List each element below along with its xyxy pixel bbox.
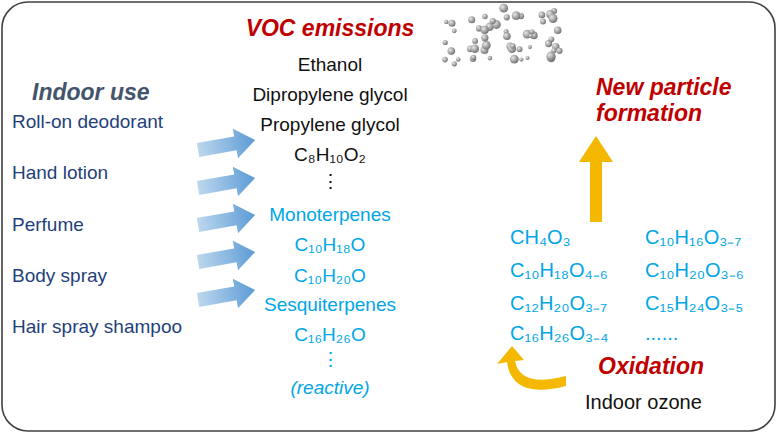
heading: Indoor use bbox=[32, 79, 150, 105]
product-formula: C₁₅H₂₄O₃₋₅ bbox=[645, 292, 743, 315]
voc-name: Dipropylene glycol bbox=[252, 84, 407, 106]
product-formula: C₁₀H₂₀O₃₋₆ bbox=[645, 259, 744, 282]
particle bbox=[510, 55, 519, 64]
particle bbox=[529, 34, 533, 38]
emission-arrow bbox=[195, 275, 257, 315]
particle bbox=[444, 20, 448, 24]
particle bbox=[504, 14, 510, 20]
particle bbox=[449, 20, 456, 27]
note: (reactive) bbox=[290, 377, 369, 399]
ellipsis: ...... bbox=[645, 322, 678, 345]
reagent-name: Indoor ozone bbox=[585, 391, 702, 414]
product-name: Hair spray shampoo bbox=[12, 316, 182, 338]
particle bbox=[499, 4, 508, 13]
voc-name: Monoterpenes bbox=[269, 204, 390, 226]
heading: VOC emissions bbox=[246, 15, 415, 41]
voc-formula: C₁₀H₁₈O bbox=[295, 234, 366, 256]
product-name: Hand lotion bbox=[12, 162, 108, 184]
particle bbox=[481, 34, 488, 41]
particle bbox=[503, 33, 511, 41]
product-formula: CH₄O₃ bbox=[510, 226, 571, 249]
ellipsis: ⋮ bbox=[321, 171, 340, 193]
product-formula: C₁₂H₂₀O₃₋₇ bbox=[510, 292, 607, 315]
particle bbox=[510, 43, 515, 48]
voc-formula: C₁₀H₂₀O bbox=[294, 265, 366, 287]
particle bbox=[517, 46, 523, 52]
particle bbox=[525, 56, 529, 60]
voc-name: Ethanol bbox=[298, 54, 362, 76]
particle bbox=[482, 41, 491, 50]
particle-cloud bbox=[442, 4, 562, 67]
particle bbox=[481, 26, 489, 34]
product-formula: C₁₀H₁₆O₃₋₇ bbox=[645, 226, 741, 249]
particle bbox=[443, 40, 448, 45]
ellipsis: ⋮ bbox=[321, 349, 340, 371]
voc-name: Propylene glycol bbox=[260, 114, 399, 136]
voc-name: Sesquiterpenes bbox=[264, 294, 396, 316]
particle bbox=[452, 28, 457, 33]
formation-arrow bbox=[579, 136, 613, 222]
emission-arrow bbox=[195, 237, 257, 277]
emission-arrows bbox=[195, 125, 257, 315]
emission-arrow bbox=[195, 200, 257, 240]
particle bbox=[490, 18, 496, 24]
particle bbox=[512, 11, 521, 20]
particle bbox=[540, 19, 546, 25]
product-name: Roll-on deodorant bbox=[12, 111, 163, 133]
particle bbox=[488, 56, 493, 61]
particle bbox=[556, 48, 562, 54]
particle bbox=[471, 55, 476, 60]
particle bbox=[456, 57, 461, 62]
particle bbox=[519, 58, 523, 62]
product-formula: C₁₆H₂₆O₃₋₄ bbox=[510, 322, 608, 345]
particle bbox=[549, 14, 558, 23]
particle bbox=[472, 38, 478, 44]
particle bbox=[549, 36, 555, 42]
product-name: Body spray bbox=[12, 265, 107, 287]
particle bbox=[530, 29, 535, 34]
particle bbox=[554, 26, 562, 34]
particle bbox=[442, 57, 448, 63]
particle bbox=[528, 45, 532, 49]
product-formula: C₁₀H₁₈O₄₋₆ bbox=[510, 259, 608, 282]
particle bbox=[470, 56, 476, 62]
particle bbox=[471, 44, 480, 53]
heading: New particle formation bbox=[596, 74, 771, 127]
particle bbox=[468, 16, 475, 23]
particle bbox=[448, 47, 456, 55]
voc-formula: C₈H₁₀O₂ bbox=[294, 144, 366, 166]
product-name: Perfume bbox=[12, 214, 84, 236]
voc-formula: C₁₆H₂₆O bbox=[294, 324, 365, 346]
particle bbox=[482, 14, 488, 20]
particle bbox=[546, 52, 555, 61]
emission-arrow bbox=[195, 125, 257, 165]
heading: Oxidation bbox=[598, 353, 704, 379]
particle bbox=[452, 61, 457, 66]
oxidation-arrow bbox=[497, 346, 566, 390]
emission-arrow bbox=[195, 163, 257, 203]
particle bbox=[539, 12, 546, 19]
